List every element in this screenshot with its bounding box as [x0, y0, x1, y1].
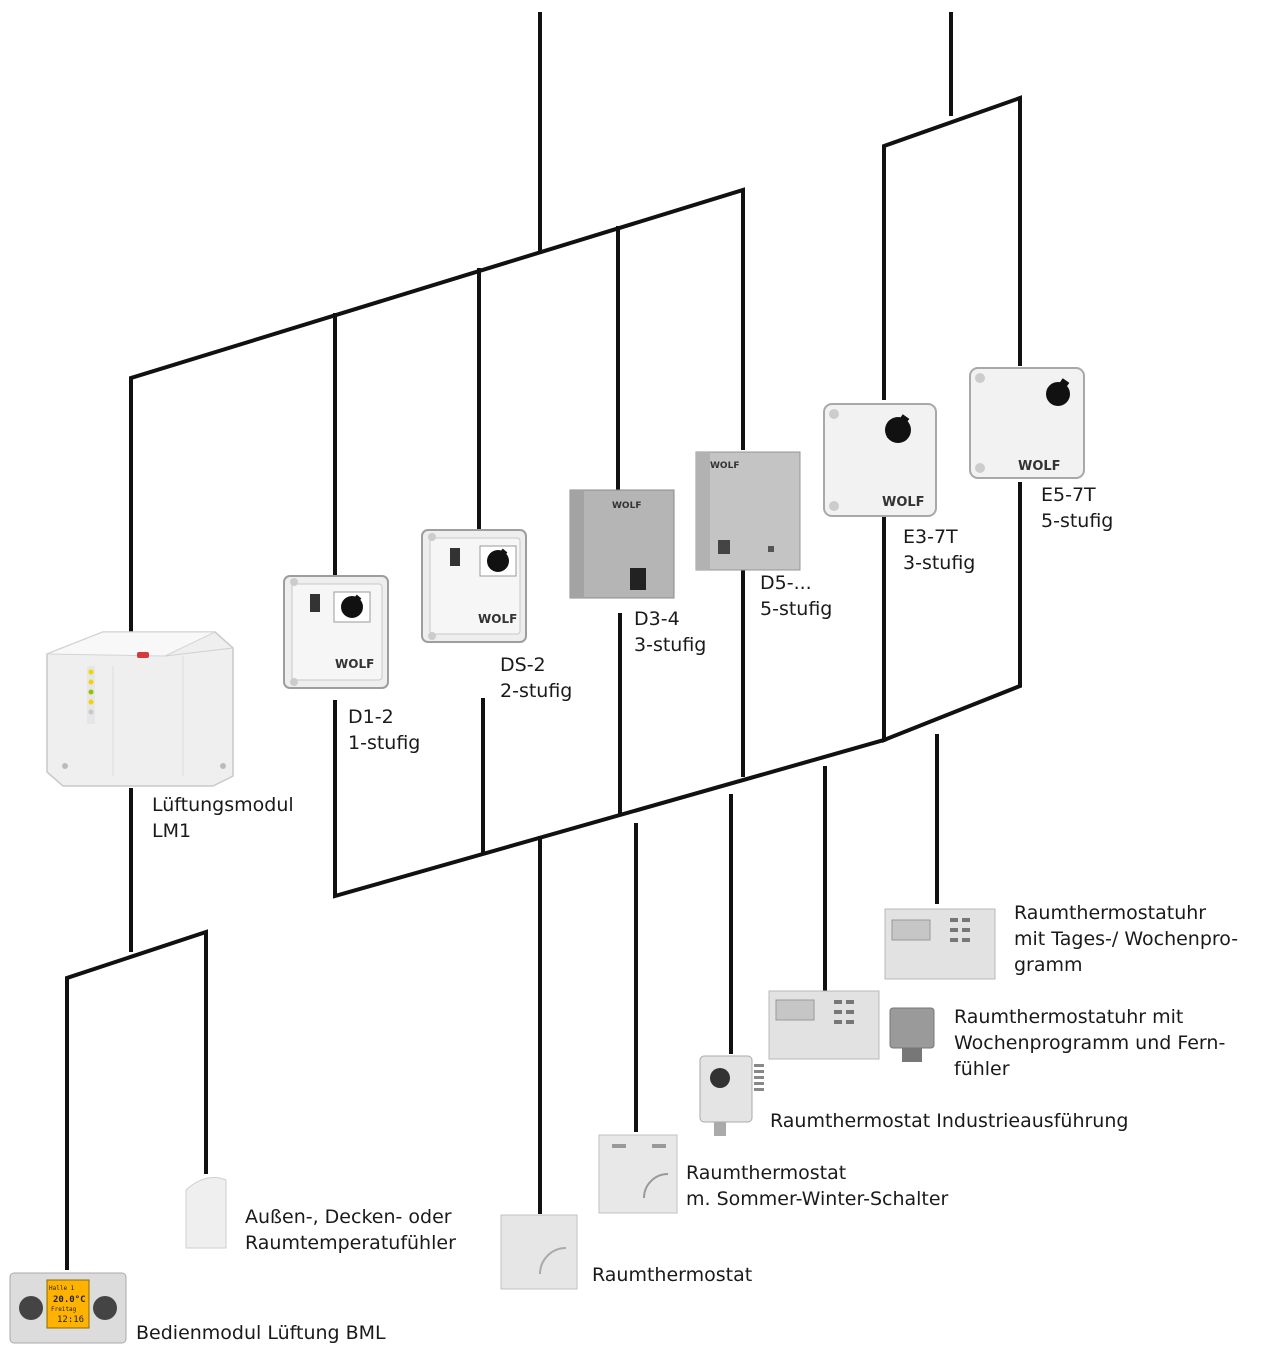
- switch-box-icon: WOLF: [823, 403, 937, 517]
- wire-right-line: [882, 95, 1022, 400]
- svg-text:Halle 1: Halle 1: [49, 1285, 75, 1292]
- wire-upper-line: [129, 187, 745, 700]
- temperature-sensor-icon: [185, 1177, 227, 1249]
- thermostat-icon: [598, 1134, 678, 1214]
- steel-controller-icon: WOLF: [695, 451, 801, 571]
- switch-box-icon: WOLF: [283, 575, 389, 689]
- thermostat-icon: [500, 1214, 578, 1290]
- switch-box-icon: WOLF: [969, 367, 1085, 479]
- svg-text:WOLF: WOLF: [1018, 459, 1061, 474]
- label-thermostat: Raumthermostat: [592, 1264, 753, 1286]
- switch-box-icon: WOLF: [421, 529, 527, 643]
- svg-text:WOLF: WOLF: [478, 612, 517, 626]
- svg-text:20.0°C: 20.0°C: [53, 1295, 86, 1305]
- wire-lower-line: [333, 700, 887, 899]
- label-industrial: Raumthermostat Industrieausführung: [770, 1110, 1129, 1132]
- svg-text:12:16: 12:16: [57, 1315, 84, 1325]
- remote-sensor-icon: [889, 1007, 935, 1062]
- operating-module-icon: Halle 1 20.0°C Freitag 12:16: [9, 1272, 127, 1344]
- svg-text:WOLF: WOLF: [335, 657, 374, 671]
- room-clock-icon: [884, 908, 996, 980]
- svg-text:Freitag: Freitag: [51, 1306, 77, 1313]
- svg-text:WOLF: WOLF: [612, 501, 641, 511]
- svg-text:WOLF: WOLF: [882, 495, 925, 510]
- label-bml: Bedienmodul Lüftung BML: [136, 1322, 386, 1344]
- thermostat-icon: [699, 1055, 764, 1136]
- room-clock-icon: [768, 990, 880, 1060]
- label-d5: D5-...5-stufig: [760, 572, 833, 620]
- control-module-icon: [46, 631, 234, 787]
- steel-controller-icon: WOLF: [569, 489, 675, 599]
- svg-text:WOLF: WOLF: [710, 461, 739, 471]
